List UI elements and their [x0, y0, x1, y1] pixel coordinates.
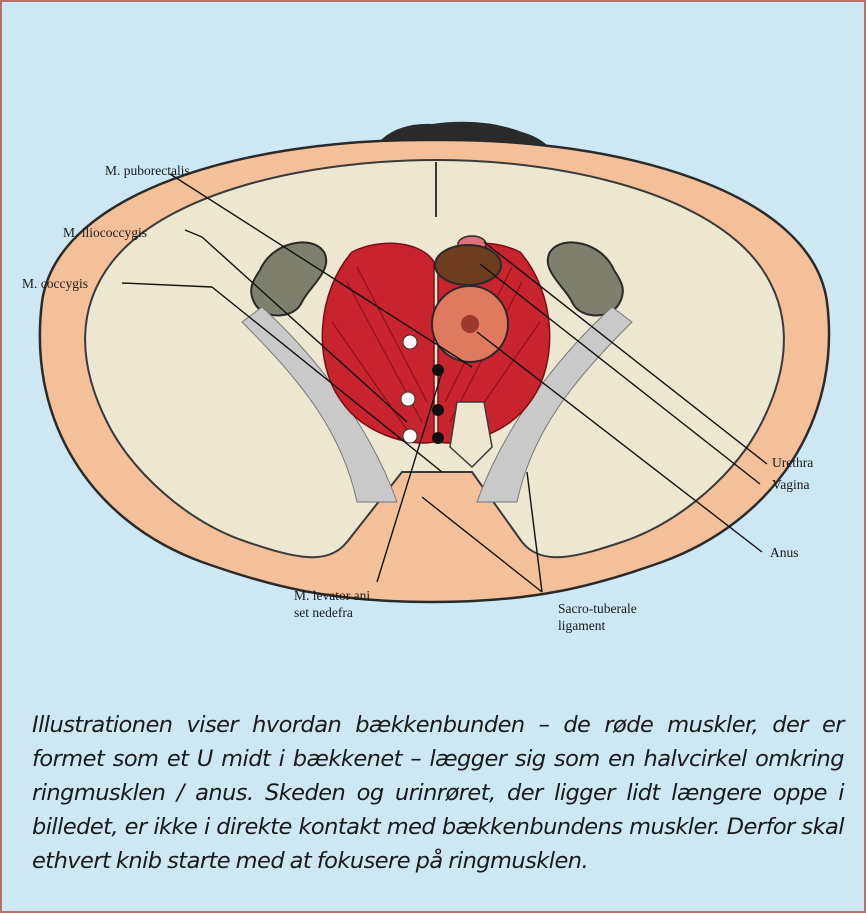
dot-white-2 — [401, 392, 415, 406]
label-m-iliococcygis: M. iliococcygis — [63, 224, 147, 241]
label-m-coccygis: M. coccygis — [22, 275, 88, 292]
label-levator-ani-line2: set nedefra — [294, 604, 353, 621]
label-levator-ani-line1: M. levator ani — [294, 587, 370, 604]
anus-center — [461, 315, 479, 333]
dot-black-2 — [432, 404, 444, 416]
dot-black-3 — [432, 432, 444, 444]
dot-black-1 — [432, 364, 444, 376]
label-urethra: Urethra — [772, 454, 813, 471]
label-m-puborectalis: M. puborectalis — [105, 162, 190, 179]
dot-white-1 — [403, 335, 417, 349]
label-anus: Anus — [770, 544, 799, 561]
label-vagina: Vagina — [772, 476, 810, 493]
label-sacro-tuberale-line1: Sacro-tuberale — [558, 600, 637, 617]
caption-text: Illustrationen viser hvordan bækkenbunde… — [32, 708, 844, 878]
pelvic-floor-illustration — [2, 2, 866, 662]
label-sacro-tuberale-line2: ligament — [558, 617, 605, 634]
dot-white-3 — [403, 429, 417, 443]
vagina-opening — [435, 245, 501, 285]
